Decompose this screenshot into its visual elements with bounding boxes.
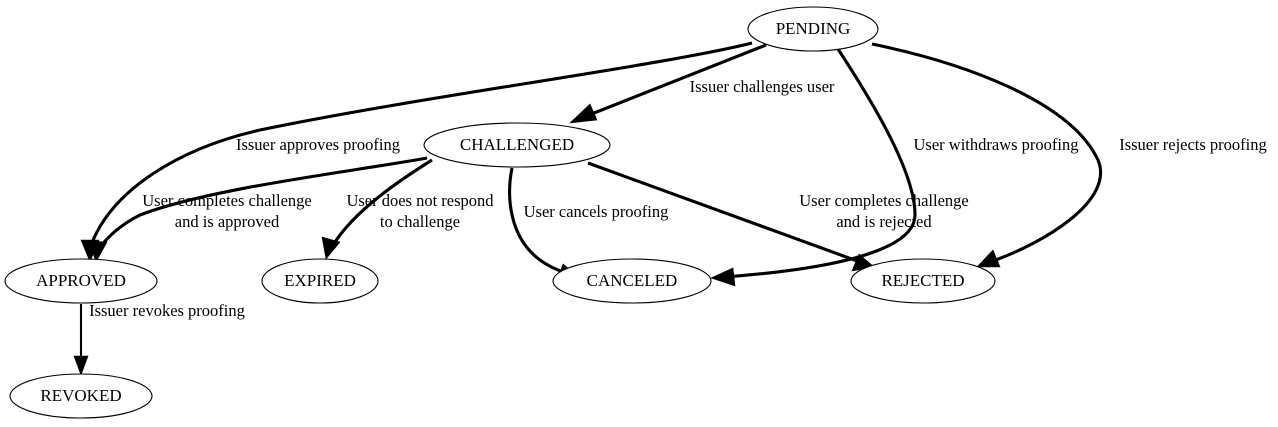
- edge-challenged-expired-path: [331, 158, 433, 246]
- node-approved[interactable]: APPROVED: [4, 258, 158, 304]
- edge-pending-challenged-path: [583, 43, 767, 119]
- node-challenged-ellipse: [423, 122, 611, 168]
- edge-pending-canceled-arrowhead: [710, 267, 736, 287]
- node-revoked-ellipse: [9, 373, 153, 419]
- edge-challenged-expired-arrowhead: [321, 236, 341, 260]
- node-challenged[interactable]: CHALLENGED: [423, 122, 611, 168]
- edge-pending-canceled[interactable]: [710, 48, 917, 287]
- node-pending[interactable]: PENDING: [747, 6, 879, 52]
- node-approved-label: APPROVED: [36, 271, 126, 290]
- edge-label-pending-approved: Issuer approves proofing: [236, 135, 400, 154]
- node-rejected[interactable]: REJECTED: [850, 258, 996, 304]
- edge-label-pending-challenged: Issuer challenges user: [690, 77, 835, 96]
- edge-label-pending-rejected: Issuer rejects proofing: [1119, 135, 1267, 154]
- edge-label-challenged-canceled: User cancels proofing: [524, 202, 669, 221]
- edge-challenged-approved[interactable]: [88, 156, 428, 263]
- node-revoked-label: REVOKED: [40, 386, 121, 405]
- node-canceled-ellipse: [552, 258, 712, 304]
- edge-challenged-expired[interactable]: [321, 158, 433, 260]
- edge-label-pending-canceled: User withdraws proofing: [914, 135, 1079, 154]
- node-revoked[interactable]: REVOKED: [9, 373, 153, 419]
- edge-challenged-approved-path: [96, 156, 428, 251]
- edge-pending-challenged-arrowhead: [569, 103, 598, 124]
- node-group: PENDING CHALLENGED APPROVED EXPIRED CANC…: [4, 6, 996, 419]
- node-expired-label: EXPIRED: [284, 271, 356, 290]
- edge-pending-approved-path: [88, 41, 753, 249]
- edge-label-approved-revoked: Issuer revokes proofing: [89, 301, 245, 320]
- node-canceled[interactable]: CANCELED: [552, 258, 712, 304]
- node-expired-ellipse: [261, 258, 379, 304]
- node-rejected-label: REJECTED: [881, 271, 964, 290]
- edge-approved-revoked[interactable]: [73, 304, 89, 376]
- edge-pending-canceled-path: [724, 48, 917, 279]
- node-approved-ellipse: [4, 258, 158, 304]
- edge-pending-rejected-arrowhead: [976, 249, 1001, 268]
- edge-pending-rejected-path: [871, 42, 1102, 264]
- edge-approved-revoked-arrowhead: [73, 355, 89, 376]
- edge-pending-challenged[interactable]: [569, 43, 767, 124]
- edge-challenged-rejected-path: [587, 161, 861, 264]
- edge-challenged-canceled[interactable]: [508, 167, 580, 282]
- node-rejected-ellipse: [850, 258, 996, 304]
- node-challenged-label: CHALLENGED: [460, 135, 574, 154]
- edge-pending-rejected[interactable]: [871, 42, 1102, 268]
- node-canceled-label: CANCELED: [587, 271, 678, 290]
- edge-challenged-approved-arrowhead: [88, 240, 108, 263]
- node-pending-label: PENDING: [776, 19, 851, 38]
- node-pending-ellipse: [747, 6, 879, 52]
- edge-challenged-canceled-path: [508, 167, 567, 275]
- edge-label-group: Issuer challenges user Issuer approves p…: [89, 77, 1267, 320]
- node-expired[interactable]: EXPIRED: [261, 258, 379, 304]
